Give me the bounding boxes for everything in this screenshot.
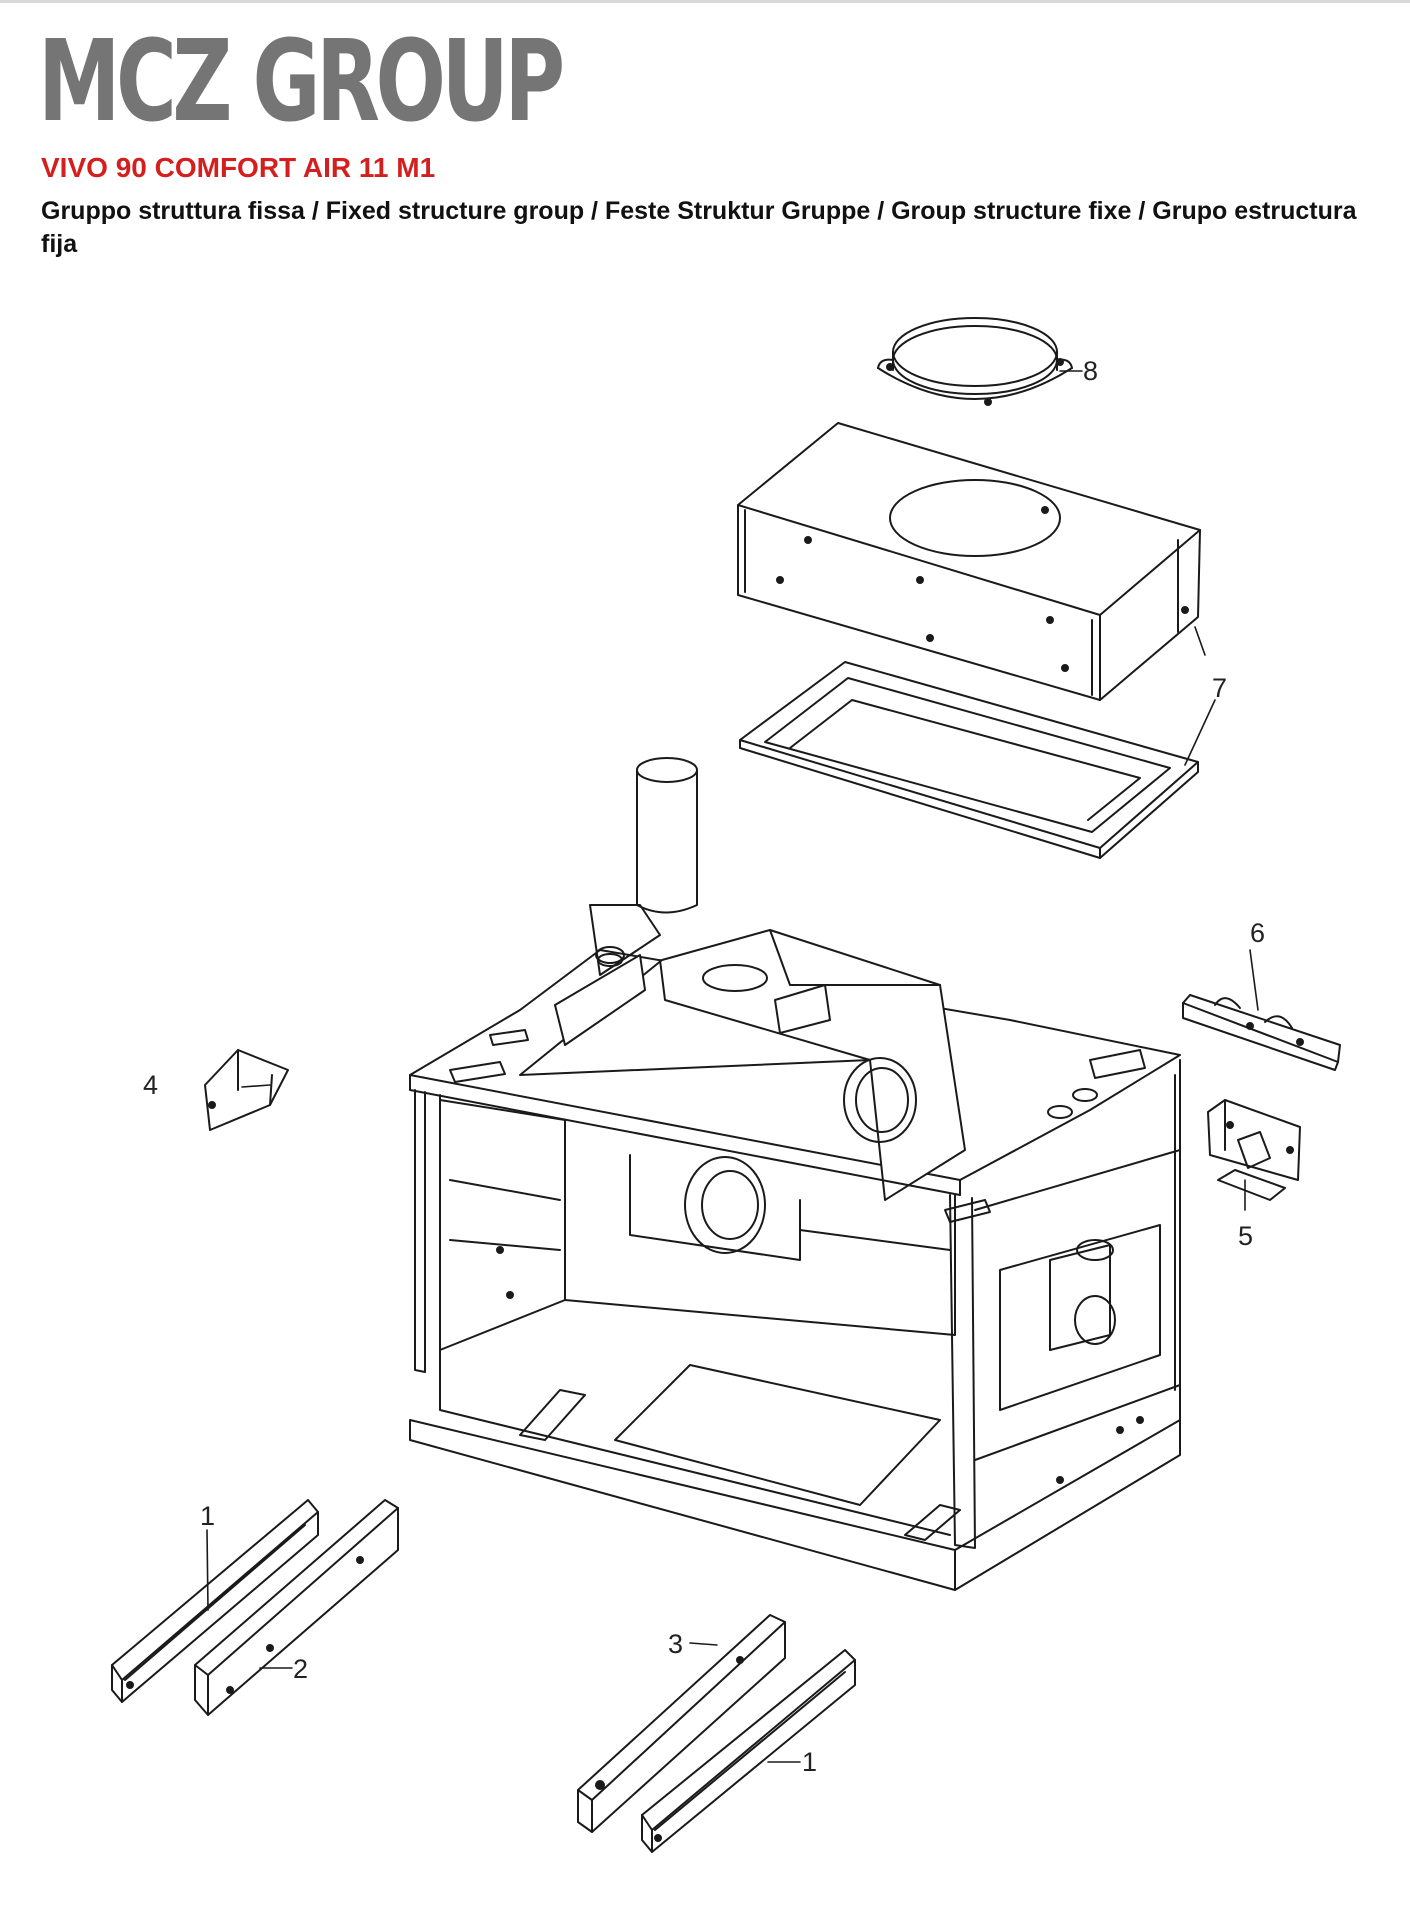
- part-plenum-base-frame: [739, 661, 1199, 859]
- callout-7: 7: [1212, 673, 1227, 703]
- model-title: VIVO 90 COMFORT AIR 11 M1: [41, 152, 436, 183]
- part-upper-plenum-box: [737, 422, 1201, 701]
- part-bracket-4: [204, 1049, 289, 1131]
- callout-8: 8: [1083, 356, 1098, 386]
- callout-1-right: 1: [802, 1747, 817, 1777]
- callout-5: 5: [1238, 1221, 1253, 1251]
- part-rail-bracket-2: [194, 1499, 399, 1716]
- callout-1-left: 1: [200, 1501, 215, 1531]
- leader-lines: [206, 370, 1259, 1763]
- callout-2: 2: [293, 1654, 308, 1684]
- group-subtitle: Gruppo struttura fissa / Fixed structure…: [41, 197, 1357, 258]
- callout-labels: 8 7 6 5 4 1 2 3 1: [143, 356, 1265, 1777]
- part-component-5: [1207, 1099, 1301, 1201]
- brand-logo: MCZ GROUP: [38, 17, 565, 147]
- callout-3: 3: [668, 1629, 683, 1659]
- callout-6: 6: [1250, 918, 1265, 948]
- part-slide-rail-right: [641, 1649, 856, 1853]
- part-bracket-6: [1182, 994, 1341, 1071]
- part-collar-ring: [877, 317, 1073, 406]
- part-main-frame: [409, 757, 1181, 1591]
- part-rail-bracket-3: [577, 1614, 786, 1833]
- top-border: [0, 0, 1410, 3]
- part-slide-rail-left: [111, 1499, 319, 1703]
- callout-4: 4: [143, 1070, 158, 1100]
